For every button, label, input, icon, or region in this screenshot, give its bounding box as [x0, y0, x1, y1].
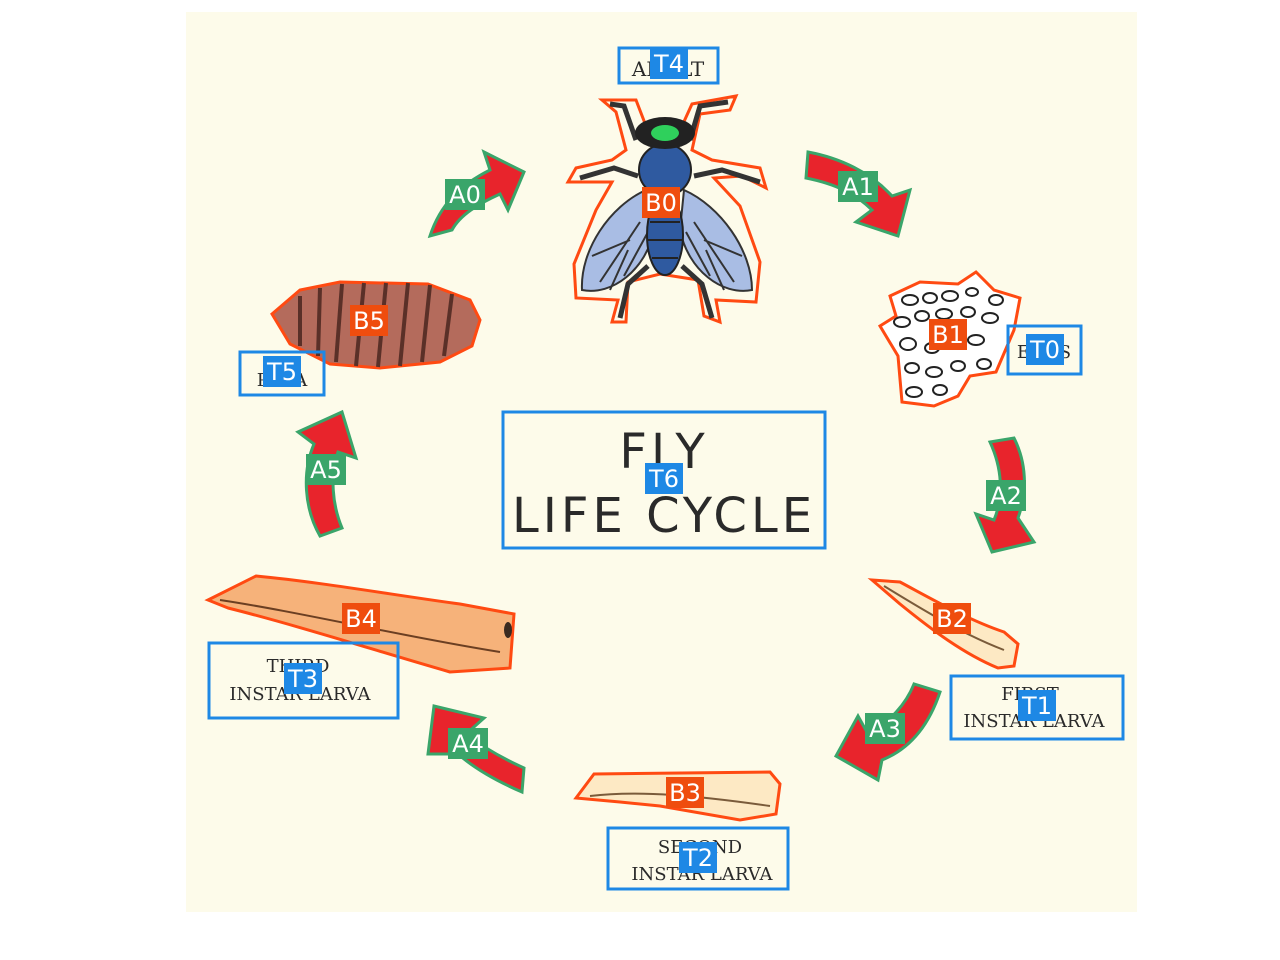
label-t2: T2	[679, 842, 717, 873]
label-b1: B1	[929, 319, 967, 350]
label-b4: B4	[342, 603, 380, 634]
svg-text:T6: T6	[648, 465, 679, 493]
label-t1: T1	[1018, 690, 1056, 721]
label-t5: T5	[263, 356, 301, 387]
caption-third-line2: INSTAR LARVA	[229, 684, 371, 705]
label-b2: B2	[933, 603, 971, 634]
caption-first-line2: INSTAR LARVA	[963, 711, 1105, 732]
svg-text:A1: A1	[842, 173, 874, 201]
text-box-t5	[238, 350, 326, 397]
title-line2: LIFE CYCLE	[512, 488, 816, 544]
svg-text:B4: B4	[345, 605, 377, 633]
label-a2: A2	[986, 480, 1026, 511]
svg-text:B0: B0	[645, 189, 677, 217]
caption-second-line2: INSTAR LARVA	[631, 864, 773, 885]
svg-text:T3: T3	[287, 665, 318, 693]
svg-text:T2: T2	[682, 844, 713, 872]
svg-text:B3: B3	[669, 779, 701, 807]
label-a0: A0	[445, 179, 485, 210]
label-a5: A5	[306, 454, 346, 485]
svg-text:A4: A4	[452, 730, 484, 758]
svg-text:B1: B1	[932, 321, 964, 349]
svg-text:B2: B2	[936, 605, 968, 633]
svg-text:A0: A0	[449, 181, 481, 209]
label-b5: B5	[350, 305, 388, 336]
text-box-t0	[1006, 324, 1083, 376]
text-box-t6	[501, 410, 827, 550]
label-t6: T6	[645, 463, 683, 494]
label-t0: T0	[1026, 334, 1064, 365]
svg-text:A3: A3	[869, 715, 901, 743]
svg-text:T0: T0	[1029, 336, 1060, 364]
text-box-t1	[949, 674, 1125, 741]
label-t4: T4	[650, 48, 688, 79]
svg-text:T5: T5	[266, 358, 297, 386]
label-b3: B3	[666, 777, 704, 808]
label-a1: A1	[838, 171, 878, 202]
svg-text:T1: T1	[1021, 692, 1052, 720]
text-box-t2	[606, 826, 790, 891]
svg-text:B5: B5	[353, 307, 385, 335]
label-a4: A4	[448, 728, 488, 759]
label-a3: A3	[865, 713, 905, 744]
label-b0: B0	[642, 187, 680, 218]
svg-text:T4: T4	[653, 50, 684, 78]
label-t3: T3	[284, 663, 322, 694]
svg-text:A2: A2	[990, 482, 1022, 510]
svg-text:A5: A5	[310, 456, 342, 484]
text-box-t3	[207, 641, 400, 720]
